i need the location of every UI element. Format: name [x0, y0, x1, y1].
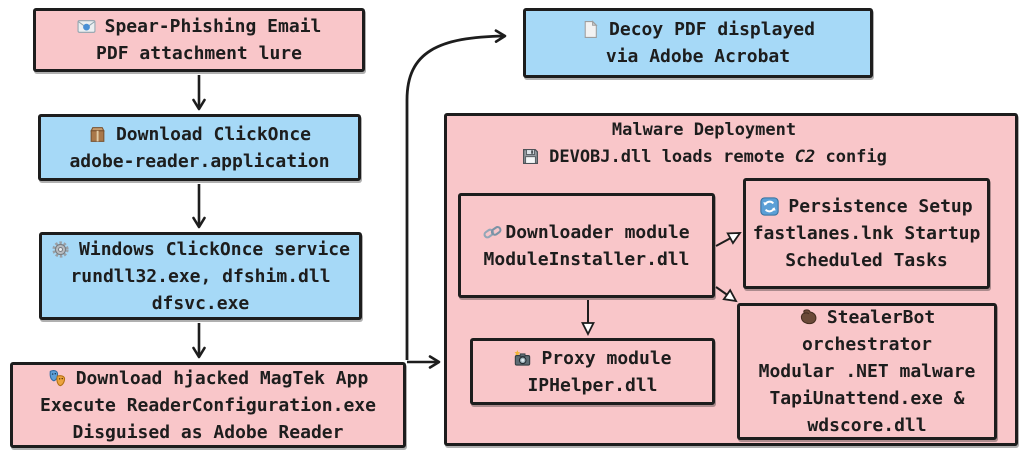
node-label: Windows ClickOnce service	[79, 238, 350, 260]
node-line: TapiUnattend.exe &	[769, 388, 965, 409]
camera-icon	[513, 349, 532, 368]
node-magtek-app: Download hjacked MagTek App Execute Read…	[10, 362, 406, 448]
node-label: Proxy module	[541, 347, 672, 369]
node-label: Spear-Phishing Email	[104, 16, 322, 37]
node-download-clickonce: Download ClickOnce adobe-reader.applicat…	[38, 114, 361, 181]
package-icon	[88, 125, 107, 144]
node-downloader-module: Downloader module ModuleInstaller.dll	[458, 193, 715, 298]
node-line: Download hjacked MagTek App	[48, 365, 369, 392]
node-label: StealerBot	[826, 307, 936, 328]
node-line: dfsvc.exe	[151, 292, 250, 314]
node-line: Execute ReaderConfiguration.exe	[40, 394, 376, 416]
node-line: IPHelper.dll	[527, 374, 658, 396]
floppy-icon	[521, 147, 540, 166]
node-label: Download ClickOnce	[115, 123, 312, 145]
node-clickonce-service: Windows ClickOnce service rundll32.exe, …	[39, 232, 362, 320]
node-line: Download ClickOnce	[88, 121, 311, 148]
node-line: Proxy module	[513, 345, 672, 372]
node-line: Downloader module	[483, 219, 690, 246]
biceps-icon	[799, 308, 818, 327]
link-icon	[483, 223, 502, 242]
deployment-subtitle-c2: C2	[794, 147, 816, 167]
masks-icon	[48, 369, 67, 388]
node-line: PDF attachment lure	[96, 43, 302, 64]
refresh-icon	[760, 197, 780, 216]
node-persistence-setup: Persistence Setup fastlanes.lnk Startup …	[743, 178, 990, 289]
gear-icon	[51, 240, 70, 259]
node-line: Windows ClickOnce service	[51, 236, 350, 263]
node-proxy-module: Proxy module IPHelper.dll	[470, 338, 715, 405]
deployment-subtitle-line: DEVOBJ.dll loads remote C2 config	[444, 144, 964, 171]
node-line: wdscore.dll	[807, 415, 927, 436]
deployment-title: Malware Deployment DEVOBJ.dll loads remo…	[444, 117, 964, 171]
deployment-title-line: Malware Deployment	[611, 120, 797, 140]
node-spear-phishing: Spear-Phishing Email PDF attachment lure	[33, 8, 365, 72]
deployment-subtitle-pre: DEVOBJ.dll loads remote	[549, 147, 795, 167]
page-icon	[581, 20, 600, 39]
node-line: Scheduled Tasks	[785, 250, 948, 271]
node-label: Download hjacked MagTek App	[75, 367, 369, 389]
node-line: fastlanes.lnk Startup	[752, 223, 981, 244]
node-label: Downloader module	[505, 221, 690, 243]
node-line: adobe-reader.application	[69, 150, 330, 172]
node-line: Decoy PDF displayed	[581, 16, 815, 43]
node-line: Disguised as Adobe Reader	[72, 421, 344, 443]
node-line: Modular .NET malware	[758, 361, 976, 382]
deployment-subtitle-post: config	[815, 147, 887, 167]
node-label: Persistence Setup	[788, 196, 973, 217]
node-line: rundll32.exe, dfshim.dll	[70, 265, 331, 287]
node-stealerbot: StealerBot orchestrator Modular .NET mal…	[737, 303, 997, 440]
node-decoy-pdf: Decoy PDF displayed via Adobe Acrobat	[523, 8, 873, 78]
email-icon	[77, 17, 96, 36]
node-line: ModuleInstaller.dll	[483, 248, 690, 270]
node-line: Spear-Phishing Email	[77, 13, 322, 40]
node-label: Decoy PDF displayed	[609, 19, 815, 40]
node-line: via Adobe Acrobat	[605, 46, 791, 67]
node-line: orchestrator	[801, 334, 933, 355]
node-line: Persistence Setup	[760, 193, 973, 220]
node-line: StealerBot	[799, 304, 935, 331]
